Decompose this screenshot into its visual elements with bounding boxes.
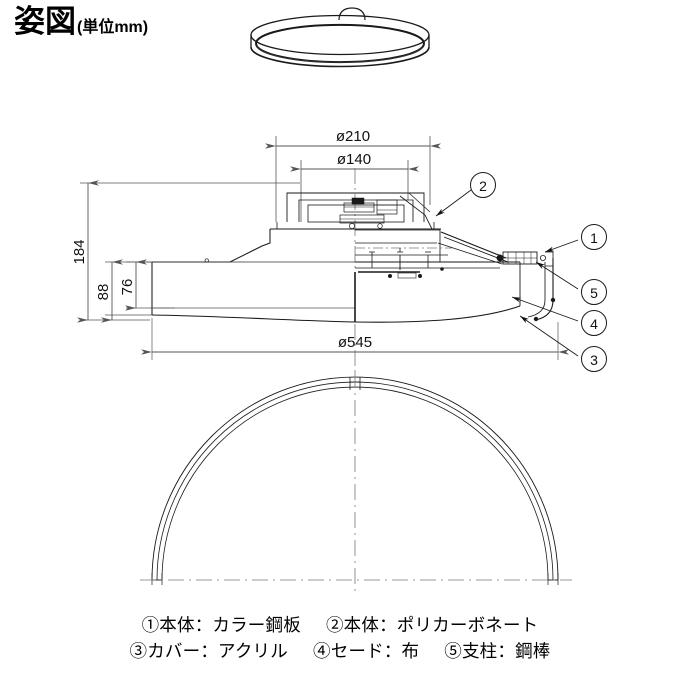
dimension-label-outer-diameter: ø545 (338, 334, 372, 351)
legend-line-2: ③カバー：アクリル ④セード：布 ⑤支柱：鋼棒 (0, 638, 680, 664)
dimension-label-total-height: 184 (71, 239, 88, 264)
dimension-inner-diameter: ø140 (290, 151, 419, 222)
legend-item-2: ②本体：ポリカーボネート (325, 615, 539, 635)
callout-label-2: 2 (479, 178, 487, 194)
callout-bubble-5[interactable]: 5 (581, 279, 607, 305)
callout-label-1: 1 (590, 230, 598, 246)
callout-bubble-3[interactable]: 3 (581, 346, 607, 372)
callout-label-3: 3 (590, 352, 598, 368)
legend: ①本体：カラー鋼板 ②本体：ポリカーボネート ③カバー：アクリル ④セード：布 … (0, 612, 680, 664)
callout-bubble-4[interactable]: 4 (581, 310, 607, 336)
dimension-label-mount-diameter: ø210 (336, 128, 370, 145)
callout-bubble-2[interactable]: 2 (470, 172, 496, 198)
cross-section-view (151, 168, 556, 372)
legend-line-1: ①本体：カラー鋼板 ②本体：ポリカーボネート (0, 612, 680, 638)
page-title-unit: (単位mm) (77, 19, 149, 36)
legend-item-1: ①本体：カラー鋼板 (141, 615, 301, 635)
dimension-body-height: 76 (119, 259, 175, 311)
legend-item-4: ④セード：布 (313, 641, 420, 661)
dimension-label-inner-diameter: ø140 (337, 151, 371, 168)
dimension-mount-diameter: ø210 (265, 128, 441, 222)
page-title: 姿図 (単位mm) (14, 6, 148, 37)
perspective-view (250, 7, 430, 68)
dimension-label-shade-height: 88 (95, 284, 112, 301)
callout-bubbles: 2 1 5 4 3 (470, 172, 607, 372)
dimension-outer-diameter: ø545 (141, 318, 569, 360)
callout-label-4: 4 (590, 316, 598, 332)
callout-bubble-1[interactable]: 1 (581, 224, 607, 250)
dimension-label-body-height: 76 (119, 279, 136, 296)
page-title-main: 姿図 (14, 4, 76, 39)
legend-item-3: ③カバー：アクリル (129, 641, 288, 661)
legend-item-5: ⑤支柱：鋼棒 (444, 641, 551, 661)
callout-label-5: 5 (590, 285, 598, 301)
bottom-plan-view (140, 372, 572, 596)
callout-leaders (435, 189, 579, 357)
